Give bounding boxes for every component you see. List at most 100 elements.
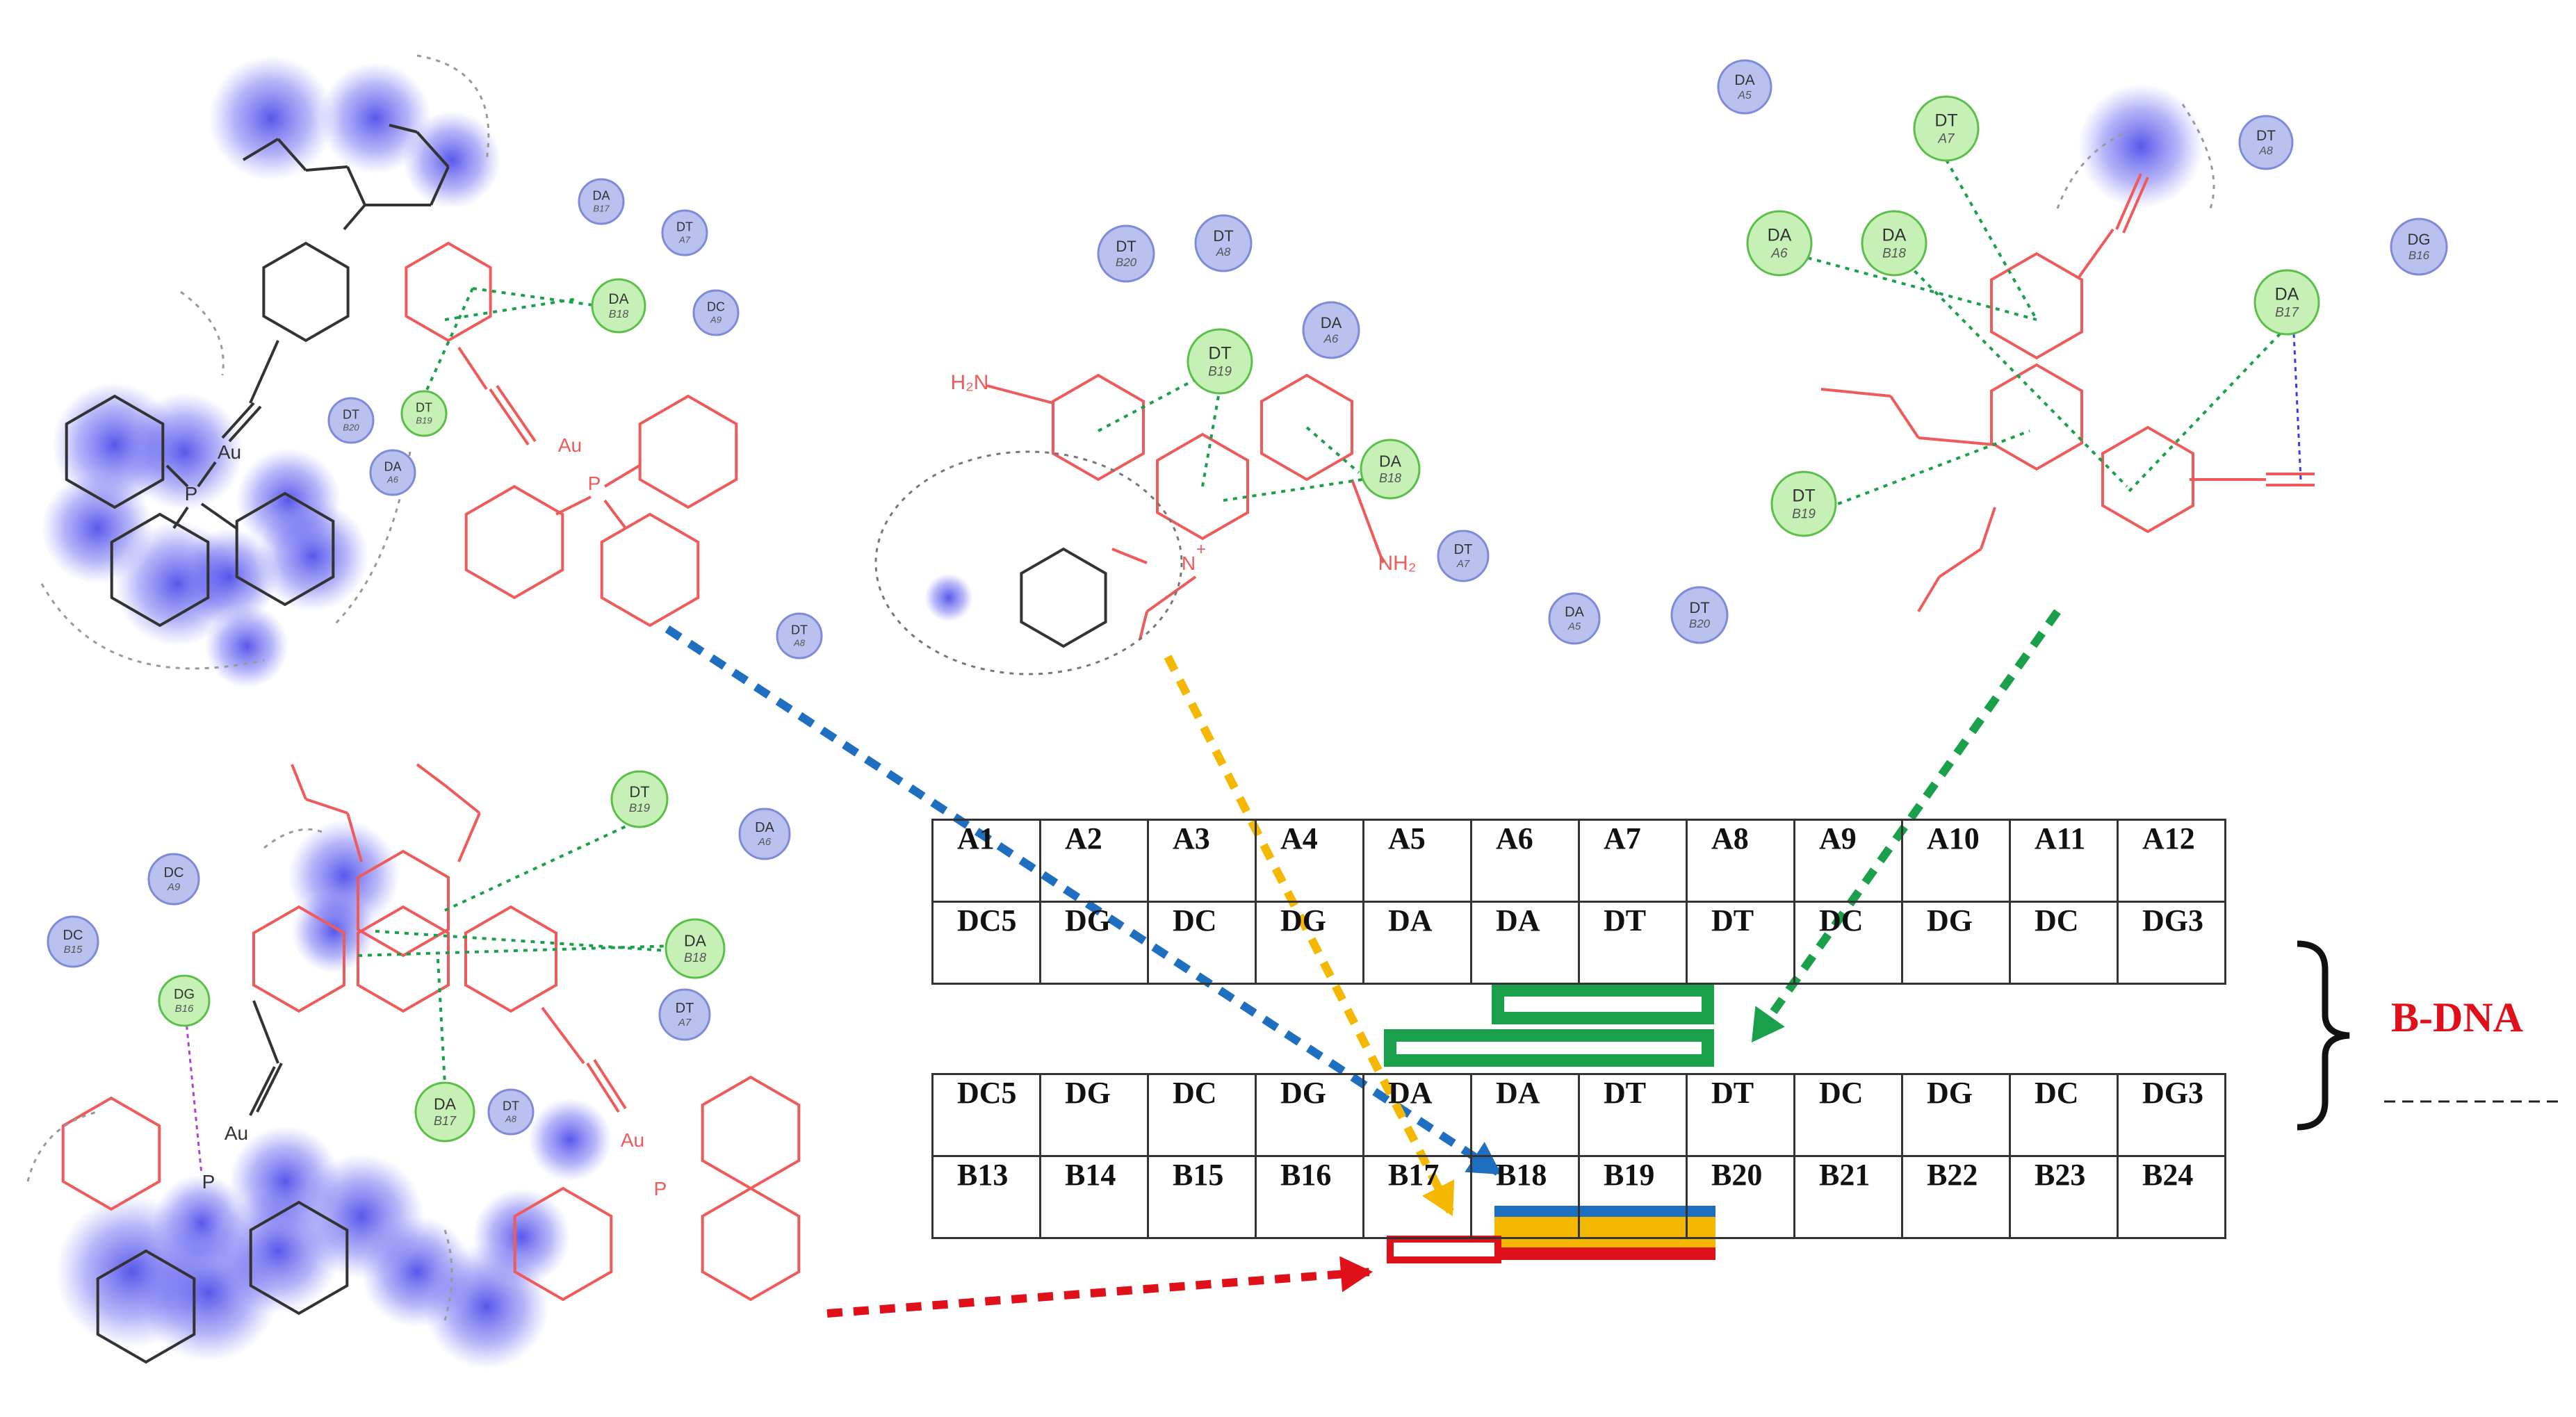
phenyl-ring bbox=[262, 241, 350, 343]
residue-name: DT bbox=[1454, 542, 1473, 557]
residue-name: DC bbox=[707, 300, 725, 313]
table-cell: DA bbox=[1470, 1073, 1580, 1157]
charge-label: + bbox=[1196, 540, 1206, 559]
residue-name: DT bbox=[1934, 110, 1957, 130]
au-label: Au bbox=[218, 441, 241, 463]
residue-circle bbox=[2238, 115, 2294, 170]
table-cell: A8 bbox=[1686, 819, 1795, 903]
residue-circle bbox=[1861, 210, 1927, 277]
residue-circle bbox=[1437, 530, 1490, 582]
table-cell: A2 bbox=[1039, 819, 1149, 903]
table-cell: DG3 bbox=[2117, 1073, 2226, 1157]
anthracene-ring bbox=[357, 849, 450, 958]
bond bbox=[346, 166, 366, 206]
residue-name: DA bbox=[1565, 605, 1584, 620]
bond bbox=[2122, 177, 2149, 234]
residue-number: B18 bbox=[1379, 471, 1401, 485]
table-cell: A3 bbox=[1147, 819, 1257, 903]
residue-circle bbox=[1360, 439, 1421, 500]
residue-circle bbox=[400, 390, 448, 437]
residue-circle bbox=[2253, 269, 2320, 336]
hydrophobic-glow bbox=[320, 63, 431, 174]
bond bbox=[1820, 388, 1891, 398]
bond bbox=[228, 405, 262, 443]
residue-number: A5 bbox=[1737, 90, 1752, 101]
bond bbox=[986, 384, 1054, 404]
arrow-head bbox=[1339, 1256, 1373, 1293]
table-cell: B13 bbox=[931, 1155, 1041, 1239]
table-cell: B14 bbox=[1039, 1155, 1149, 1239]
bond bbox=[249, 340, 279, 404]
bond bbox=[489, 388, 530, 446]
residue-circle bbox=[1717, 59, 1772, 115]
au-label: Au bbox=[225, 1122, 248, 1144]
bond bbox=[256, 1063, 283, 1113]
residue-circle bbox=[1187, 328, 1253, 395]
bond bbox=[200, 502, 238, 530]
residue-number: A8 bbox=[1216, 245, 1231, 259]
residue-name: DT bbox=[629, 783, 649, 801]
residue-number: A9 bbox=[167, 881, 181, 893]
hydrophobic-glow bbox=[2078, 83, 2203, 208]
residue-name: DA bbox=[384, 459, 401, 473]
bond bbox=[2077, 228, 2114, 279]
residue-circle bbox=[1670, 586, 1729, 644]
pi-stacking bbox=[1893, 249, 2128, 488]
residue-number: B18 bbox=[609, 309, 629, 320]
phenyl-ring bbox=[1020, 547, 1107, 648]
residue-number: A8 bbox=[505, 1113, 517, 1124]
cyclohexyl-ring bbox=[110, 512, 210, 628]
bond bbox=[496, 384, 537, 443]
bond bbox=[1111, 548, 1148, 564]
residue-number: B16 bbox=[175, 1003, 194, 1015]
bond bbox=[1918, 436, 1996, 446]
bond bbox=[603, 464, 641, 488]
table-cell: A4 bbox=[1255, 819, 1364, 903]
bond bbox=[457, 812, 481, 862]
residue-circle bbox=[1913, 95, 1980, 162]
bond bbox=[603, 499, 627, 530]
residue-name: DA bbox=[434, 1095, 457, 1113]
table-cell: DG3 bbox=[2117, 901, 2226, 985]
residue-name: DA bbox=[684, 932, 707, 950]
residue-number: B20 bbox=[1116, 256, 1137, 269]
table-cell: DC bbox=[1147, 901, 1257, 985]
bond bbox=[249, 1066, 276, 1116]
bond bbox=[242, 138, 279, 161]
bond bbox=[305, 165, 348, 172]
residue-circle bbox=[1097, 224, 1155, 283]
bond bbox=[1146, 575, 1197, 613]
residue-number: A7 bbox=[678, 1017, 692, 1029]
pi-stacking bbox=[357, 944, 696, 957]
anthracene-ring bbox=[2101, 425, 2194, 534]
residue-number: B18 bbox=[1882, 247, 1906, 261]
residue-circle bbox=[327, 397, 375, 444]
residue-number: B19 bbox=[1792, 507, 1816, 522]
residue-circle bbox=[1194, 214, 1253, 272]
bond bbox=[586, 1062, 620, 1113]
residue-name: DA bbox=[592, 188, 610, 202]
au-label-red: Au bbox=[621, 1129, 644, 1151]
table-cell: DG bbox=[1901, 901, 2011, 985]
phenyl-ring bbox=[96, 1249, 196, 1364]
residue-name: DT bbox=[676, 220, 693, 234]
residue-number: B19 bbox=[416, 415, 432, 425]
residue-name: DA bbox=[2275, 284, 2299, 304]
p-label-red: P bbox=[588, 473, 601, 494]
residue-circle bbox=[692, 289, 740, 336]
residue-name: DT bbox=[1689, 599, 1709, 616]
table-cell: DG bbox=[1255, 901, 1364, 985]
residue-circle bbox=[47, 915, 99, 968]
cyclohexyl-ring-red bbox=[600, 512, 700, 628]
bond bbox=[593, 1058, 627, 1110]
residue-number: A6 bbox=[1323, 332, 1339, 345]
